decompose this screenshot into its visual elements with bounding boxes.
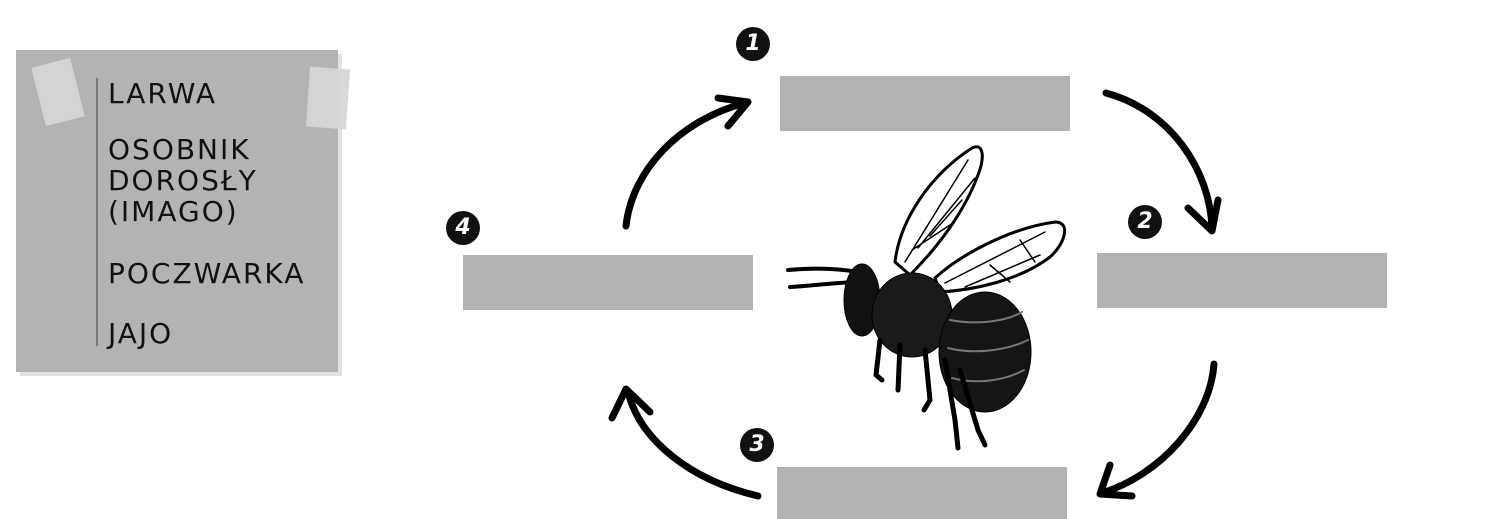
arrow-2-to-3 bbox=[1100, 364, 1214, 496]
bee-icon bbox=[788, 147, 1065, 448]
arrow-4-to-1 bbox=[626, 98, 748, 226]
arrow-1-to-2 bbox=[1106, 93, 1218, 231]
arrow-3-to-4 bbox=[612, 389, 758, 496]
